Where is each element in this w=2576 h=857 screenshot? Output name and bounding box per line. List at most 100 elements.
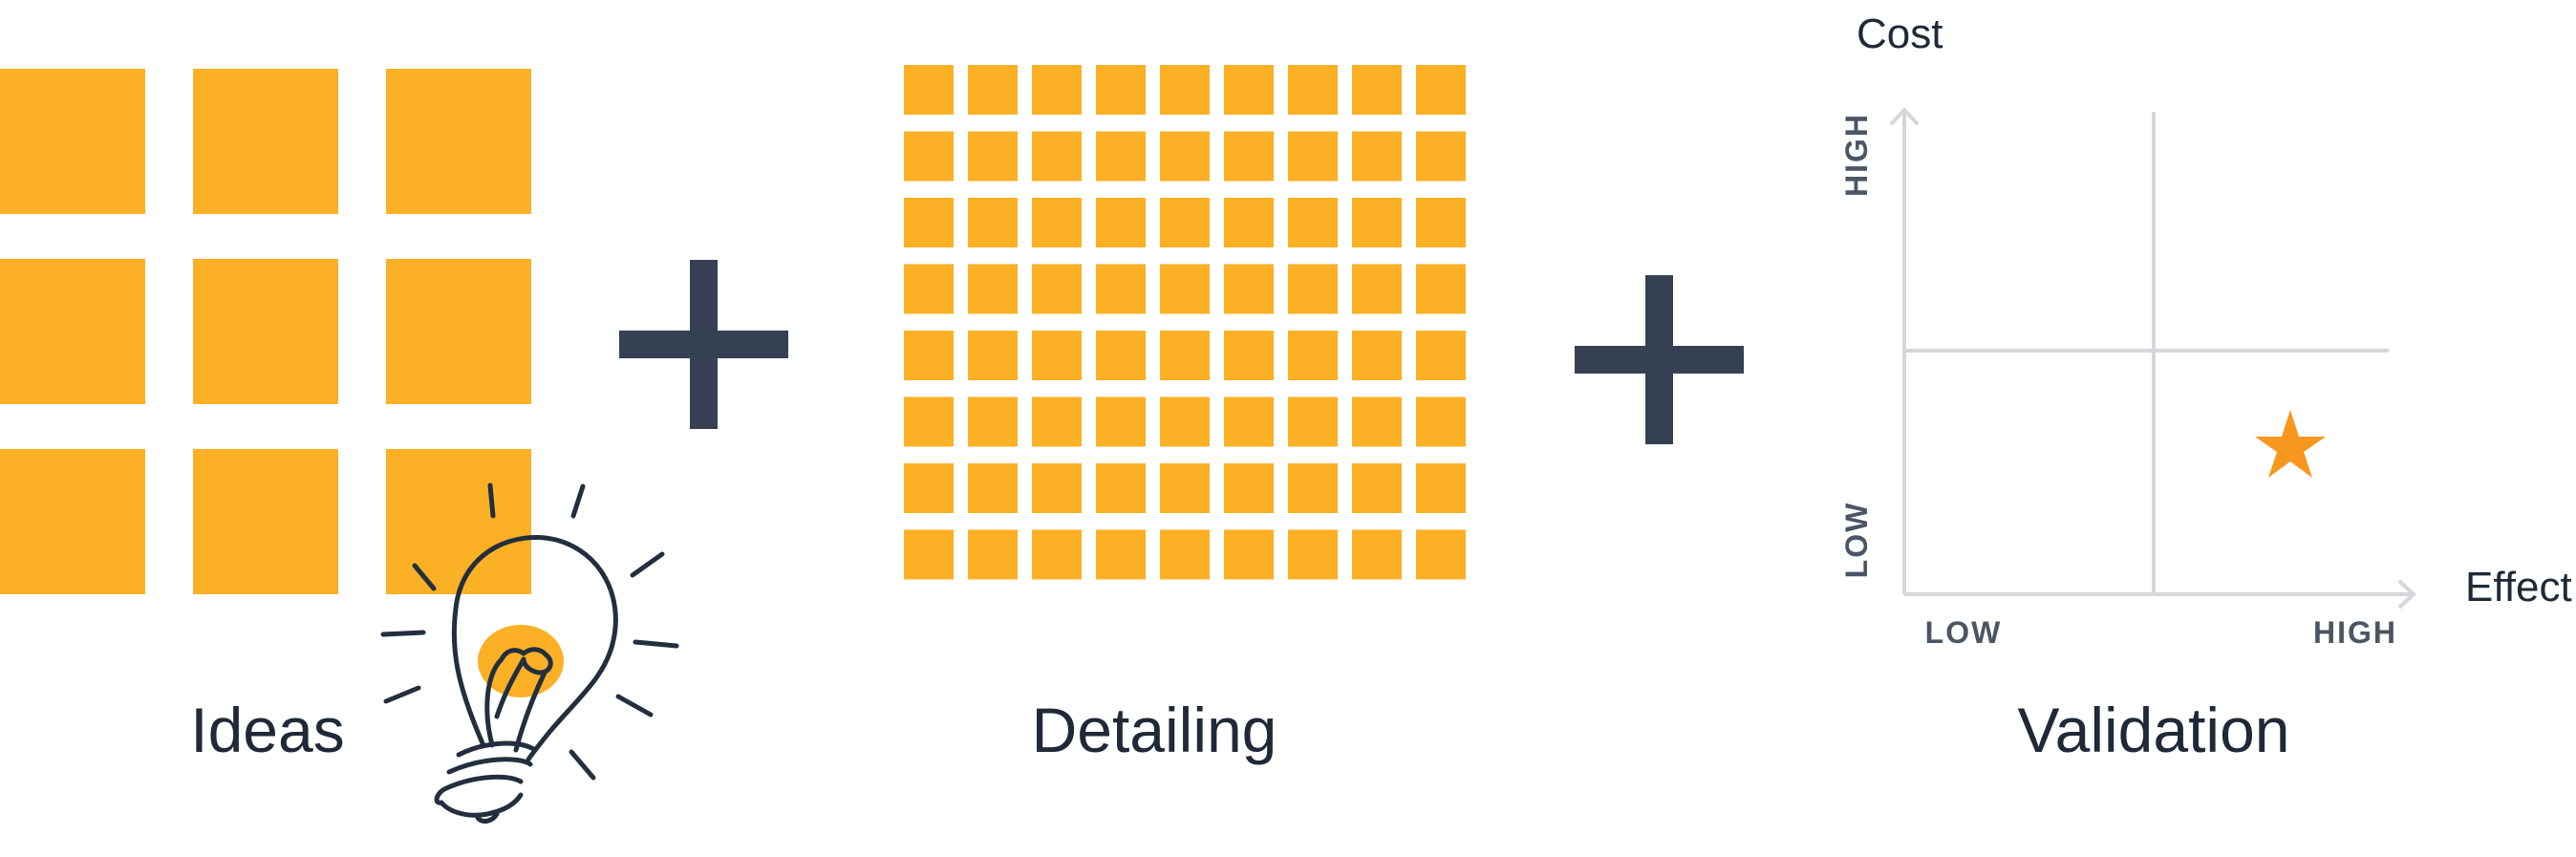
y-axis-arrow: [1889, 107, 1920, 126]
detail-square: [1224, 65, 1274, 115]
detail-square: [1032, 65, 1082, 115]
detail-square: [1160, 331, 1210, 380]
detail-square: [1096, 65, 1146, 115]
detail-square: [1416, 198, 1466, 247]
detail-square: [968, 463, 1018, 513]
detail-square: [1160, 198, 1210, 247]
idea-square: [193, 449, 338, 594]
cost-axis-label: Cost: [1857, 11, 1943, 57]
y-low-label: LOW: [1839, 502, 1874, 579]
detailing-grid: [904, 65, 1466, 580]
detail-square: [968, 65, 1018, 115]
detail-square: [1288, 198, 1338, 247]
idea-square: [0, 69, 145, 214]
star-icon: [2255, 410, 2326, 478]
detail-square: [1160, 463, 1210, 513]
detail-square: [1416, 529, 1466, 580]
validation-matrix: [1889, 107, 2416, 610]
idea-square: [386, 449, 531, 594]
detail-square: [1224, 331, 1274, 380]
detail-square: [1352, 65, 1402, 115]
detail-square: [1288, 529, 1338, 580]
detail-square: [1352, 463, 1402, 513]
detail-square: [1416, 396, 1466, 447]
detail-square: [1416, 463, 1466, 513]
plus-icon: [1575, 275, 1744, 444]
x-axis-arrow: [2397, 579, 2416, 610]
y-high-label: HIGH: [1839, 113, 1874, 197]
detail-square: [1352, 198, 1402, 247]
detail-square: [1096, 463, 1146, 513]
detail-square: [1288, 131, 1338, 182]
detail-square: [1352, 396, 1402, 447]
detail-square: [1160, 396, 1210, 447]
plus-icon-vertical: [1645, 275, 1673, 444]
detail-square: [1224, 463, 1274, 513]
x-high-label: HIGH: [2313, 615, 2397, 650]
detail-square: [1160, 264, 1210, 314]
bulb-filament-right: [513, 670, 547, 753]
detail-square: [904, 463, 954, 513]
detail-square: [1096, 529, 1146, 580]
detail-square: [1288, 396, 1338, 447]
detail-square: [904, 131, 954, 182]
detail-square: [1160, 529, 1210, 580]
idea-square: [386, 259, 531, 404]
validation-label: Validation: [2018, 695, 2290, 765]
detail-square: [1096, 331, 1146, 380]
detail-square: [1352, 264, 1402, 314]
detail-square: [968, 331, 1018, 380]
plus-icon: [619, 260, 788, 429]
detail-square: [1352, 131, 1402, 182]
detail-square: [1288, 264, 1338, 314]
detail-square: [904, 396, 954, 447]
detail-square: [904, 65, 954, 115]
detail-square: [1416, 331, 1466, 380]
detail-square: [968, 198, 1018, 247]
detail-square: [1032, 396, 1082, 447]
detail-square: [1224, 264, 1274, 314]
bulb-filament: [484, 647, 553, 748]
detail-square: [1224, 396, 1274, 447]
detail-square: [1352, 331, 1402, 380]
detail-square: [968, 396, 1018, 447]
idea-square: [193, 259, 338, 404]
idea-square: [0, 449, 145, 594]
bulb-base: [434, 740, 538, 824]
detail-square: [1096, 396, 1146, 447]
detail-square: [1096, 264, 1146, 314]
idea-square: [386, 69, 531, 214]
detail-square: [1160, 65, 1210, 115]
lightbulb-icon: [380, 482, 679, 824]
detail-square: [1224, 198, 1274, 247]
detail-square: [1096, 198, 1146, 247]
detail-square: [1032, 463, 1082, 513]
detail-square: [904, 198, 954, 247]
detail-square: [1416, 131, 1466, 182]
detail-square: [1032, 331, 1082, 380]
detail-square: [1416, 65, 1466, 115]
detail-square: [1288, 463, 1338, 513]
detail-square: [1032, 529, 1082, 580]
detail-square: [968, 131, 1018, 182]
detail-square: [1288, 65, 1338, 115]
effect-axis-label: Effect: [2465, 564, 2572, 611]
detailing-label: Detailing: [1032, 695, 1277, 765]
detail-square: [904, 529, 954, 580]
detail-square: [1352, 529, 1402, 580]
detail-square: [904, 331, 954, 380]
detail-square: [1032, 131, 1082, 182]
bulb-rays: [380, 482, 679, 781]
idea-square: [193, 69, 338, 214]
detail-square: [1224, 131, 1274, 182]
ideas-grid: [0, 69, 531, 594]
detail-square: [968, 529, 1018, 580]
bulb-outline: [451, 535, 618, 762]
idea-square: [0, 259, 145, 404]
detail-square: [1224, 529, 1274, 580]
detail-square: [1288, 331, 1338, 380]
detail-square: [1096, 131, 1146, 182]
detail-square: [1032, 198, 1082, 247]
